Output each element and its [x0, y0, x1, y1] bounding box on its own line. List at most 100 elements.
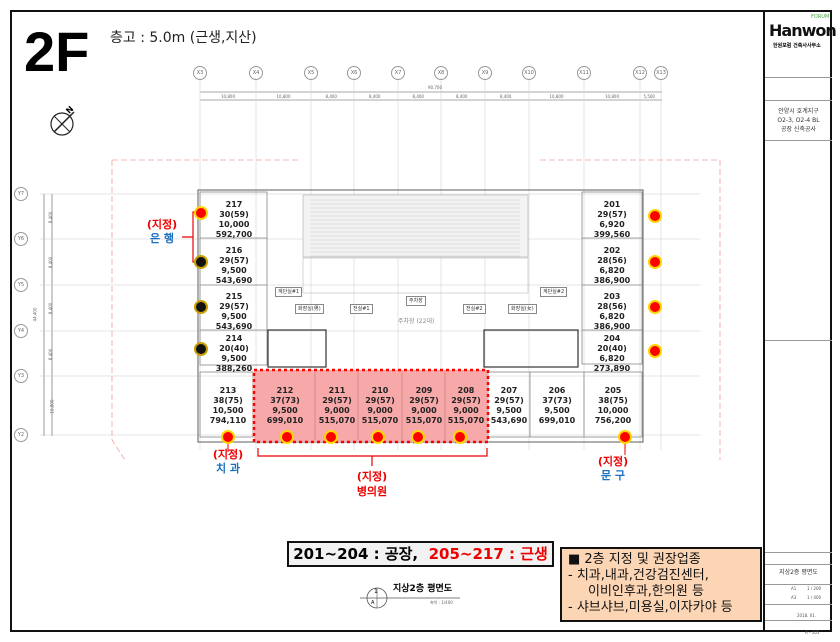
designated-marker-icon — [194, 206, 208, 220]
unit-price: 6,920 — [599, 220, 625, 229]
unit-no: 201 — [603, 200, 621, 209]
dimension-y: 8,400 — [48, 256, 54, 269]
unit-total: 386,900 — [593, 276, 631, 285]
unit-size: 29(57) — [219, 302, 249, 311]
use-summary-box: 201~204 : 공장, 205~217 : 근생 — [287, 541, 554, 567]
unit-no: 209 — [415, 386, 433, 395]
scale-a1-value: 1 / 200 — [807, 586, 822, 591]
elev-hall-1-label: 전실#1 — [350, 304, 373, 314]
unit-no: 202 — [603, 246, 621, 255]
unit-size: 30(59) — [219, 210, 249, 219]
designated-marker-icon — [618, 430, 632, 444]
dentist-tag: (지정) — [212, 448, 244, 461]
drawing-scale: 축척 : 1/400 — [430, 600, 453, 605]
dimension-x: 10,800 — [605, 94, 619, 99]
unit-no: 214 — [225, 334, 243, 343]
unit-no: 208 — [457, 386, 475, 395]
project-line-3: 공장 신축공사 — [780, 126, 817, 133]
unit-total: 399,560 — [593, 230, 631, 239]
stair-1-label: 계단실#1 — [275, 287, 303, 297]
title-block: FORUM Hanwon 한원포럼 건축사사무소 안양시 호계지구 O2-3, … — [763, 12, 837, 635]
unit-price: 9,500 — [221, 312, 247, 321]
dimension-x: 10,800 — [276, 94, 291, 99]
unit-total: 794,110 — [209, 416, 247, 425]
unit-total: 543,690 — [490, 416, 528, 425]
dentist-name: 치 과 — [215, 462, 241, 475]
designated-marker-icon — [648, 255, 662, 269]
grid-label-x: X11 — [577, 66, 591, 80]
occupied-marker-icon — [194, 300, 208, 314]
unit-total: 515,070 — [447, 416, 485, 425]
grid-label-x: X4 — [249, 66, 263, 80]
unit-no: 211 — [328, 386, 346, 395]
dimension-y: 8,400 — [48, 348, 54, 360]
unit-no: 213 — [219, 386, 237, 395]
unit-no: 204 — [603, 334, 621, 343]
unit-price: 6,820 — [599, 312, 625, 321]
grid-label-y: Y2 — [14, 428, 28, 442]
factory-units: 201~204 : 공장, — [293, 545, 419, 563]
drawing-number: 1 — [374, 588, 378, 595]
unit-total: 388,260 — [215, 364, 253, 373]
unit-price: 9,500 — [544, 406, 570, 415]
floor-label: 2F — [24, 20, 90, 83]
unit-no: 203 — [603, 292, 621, 301]
wc-men-label: 화장실(男) — [295, 304, 324, 314]
occupied-marker-icon — [194, 255, 208, 269]
stationery-name: 문 구 — [600, 469, 626, 482]
unit-price: 9,500 — [496, 406, 522, 415]
unit-price: 9,000 — [367, 406, 393, 415]
bank-bracket — [182, 211, 199, 263]
unit-price: 9,500 — [221, 354, 247, 363]
dimension-x: 8,400 — [325, 94, 337, 99]
recommended-business-box: ■ 2층 지정 및 권장업종 - 치과,내과,건강검진센터, 이비인후과,한의원… — [560, 547, 762, 622]
designated-marker-icon — [371, 430, 385, 444]
unit-size: 20(40) — [597, 344, 627, 353]
designated-marker-icon — [648, 300, 662, 314]
dimension-x: 8,400 — [412, 94, 424, 99]
unit-total: 515,070 — [405, 416, 443, 425]
recommend-title: ■ 2층 지정 및 권장업종 — [568, 552, 701, 567]
scale-a1: A1 — [791, 586, 797, 591]
dimension-x: 8,400 — [500, 94, 512, 99]
unit-size: 37(73) — [542, 396, 572, 405]
drawing-no: A - 105 — [805, 630, 820, 635]
unit-price: 9,000 — [411, 406, 437, 415]
unit-size: 29(57) — [365, 396, 395, 405]
unit-price: 9,500 — [221, 266, 247, 275]
unit-price: 6,820 — [599, 354, 625, 363]
unit-total: 515,070 — [361, 416, 399, 425]
scale-a3: A3 — [791, 595, 797, 600]
clinic-name: 병의원 — [356, 485, 388, 498]
dimension-x: 10,800 — [549, 94, 564, 99]
unit-no: 217 — [225, 200, 243, 209]
elev-hall-2-label: 전실#2 — [463, 304, 486, 314]
unit-no: 216 — [225, 246, 243, 255]
retail-units: 205~217 : 근생 — [428, 545, 548, 563]
clinic-bracket — [257, 448, 488, 466]
dimension-y: 10,800 — [49, 399, 55, 413]
company-logo: Hanwon — [769, 21, 837, 40]
bank-tag: (지정) — [146, 218, 178, 231]
unit-price: 10,500 — [212, 406, 244, 415]
designated-marker-icon — [411, 430, 425, 444]
